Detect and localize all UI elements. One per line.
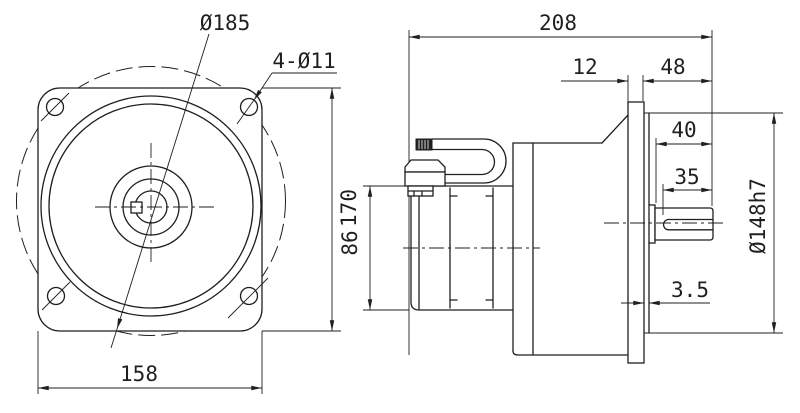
terminal-box-body: [404, 171, 446, 187]
motor-joint-steps: [449, 195, 494, 301]
hole-slash-bottom-left: [41, 281, 71, 311]
terminal-box-lid: [404, 159, 446, 173]
cable-break-end: [415, 138, 433, 151]
flange-ring-outer: [40, 95, 262, 317]
bolt-circle-dashed: [16, 66, 286, 336]
leader-holes-tail: [236, 99, 255, 125]
leader-holes: [253, 72, 273, 101]
shaft-keyway: [662, 218, 714, 231]
flange-ring-inner: [48, 103, 254, 309]
bolt-hole-top-right: [239, 97, 259, 117]
leader-bolt-circle-tail: [110, 328, 118, 349]
dim-mounting-holes: 4-Ø11: [272, 49, 335, 73]
hole-slash-top-left: [40, 92, 70, 122]
bolt-hole-bottom-left: [46, 286, 66, 306]
flange-plate-side: [627, 101, 645, 364]
cable-inner-line: [431, 148, 496, 176]
front-view: Ø185 4-Ø11 170 158: [16, 11, 361, 394]
dim-keyway-length: 35: [674, 165, 699, 189]
dim-motor-diameter: 86: [338, 230, 362, 255]
flange-outline: [37, 87, 263, 332]
gearbox-chamfer: [601, 113, 630, 144]
dim-shaft-length: 40: [671, 118, 696, 142]
dim-overall-length: 208: [539, 11, 577, 35]
dim-spigot-step: 3.5: [671, 278, 709, 302]
dim-bolt-circle: Ø185: [200, 11, 251, 35]
cable-outer-line: [431, 138, 507, 184]
dim-flange-width: 158: [120, 362, 158, 386]
cable-break-hatch: [418, 140, 429, 149]
bolt-hole-bottom-right: [239, 286, 259, 306]
terminal-block-detail: [407, 190, 434, 197]
side-view: 208 12 48 40 35 3.5 86 Ø148h7: [338, 11, 783, 364]
shaft-collar: [648, 204, 656, 244]
bolt-hole-top-left: [45, 97, 65, 117]
dim-flange-thickness: 12: [572, 55, 597, 79]
dim-front-length: 48: [660, 55, 685, 79]
leader-bolt-circle: [116, 33, 210, 330]
gearbox-bottom-edge: [512, 350, 629, 356]
output-shaft: [654, 207, 714, 241]
dim-flange-height: 170: [337, 189, 361, 227]
dim-spigot-diameter: Ø148h7: [746, 178, 770, 254]
hole-slash-bottom-right: [227, 277, 269, 319]
keyway-square: [130, 201, 143, 214]
